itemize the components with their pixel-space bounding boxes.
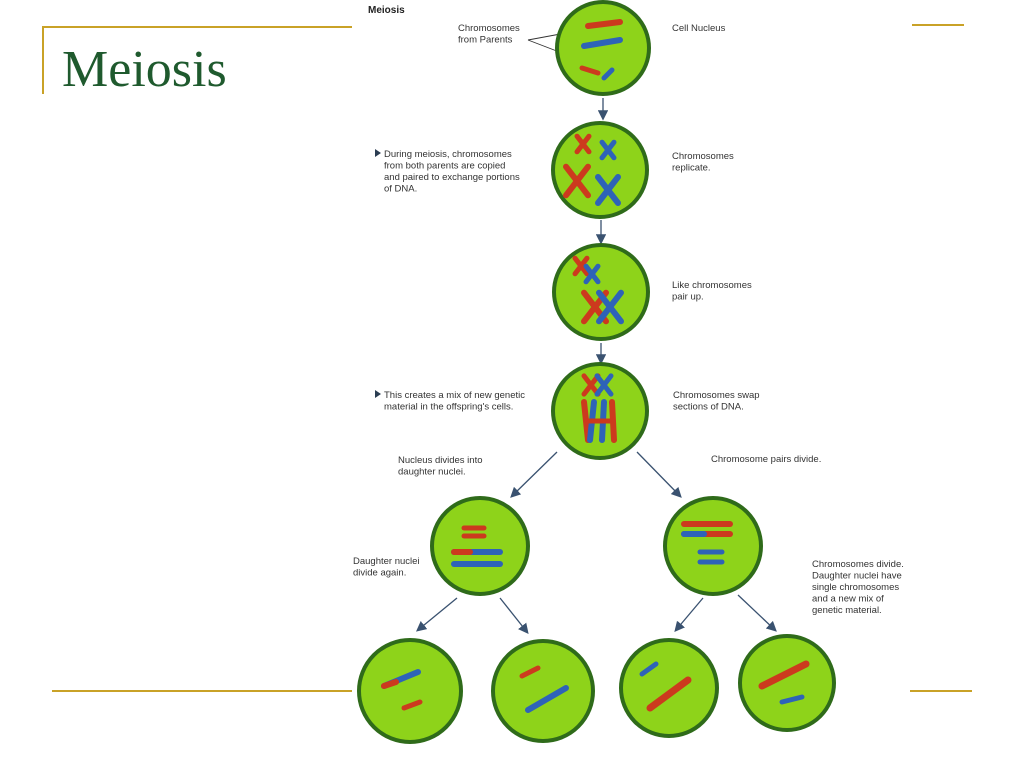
flow-arrow	[510, 451, 558, 498]
bottom-rule-left	[52, 690, 352, 692]
maternal-chromosome	[585, 19, 623, 29]
flow-arrow	[737, 594, 777, 632]
cell-gamete-2	[491, 639, 595, 743]
flow-arrow	[636, 451, 682, 498]
paternal-chromosome	[601, 67, 615, 81]
flow-arrow	[415, 597, 458, 632]
cells	[357, 0, 836, 744]
label-line: During meiosis, chromosomes	[384, 149, 512, 160]
label-line: This creates a mix of new genetic	[384, 390, 525, 401]
nucleus-shape	[430, 496, 530, 596]
label-line: from Parents	[458, 35, 513, 46]
label-line: pair up.	[672, 292, 704, 303]
cell-parent	[555, 0, 651, 96]
label-line: material in the offspring's cells.	[384, 402, 513, 413]
cell-pair-up	[552, 243, 650, 341]
slide-title: Meiosis	[62, 41, 227, 98]
top-rule-right	[912, 24, 964, 26]
cell-swap	[551, 362, 649, 460]
bullet-arrow-icon	[375, 149, 381, 157]
bottom-rule-right	[910, 690, 972, 692]
nucleus-shape	[663, 496, 763, 596]
paternal-chromosome	[599, 139, 617, 161]
maternal-chromosome	[758, 660, 810, 690]
label-line: Daughter nuclei	[353, 556, 420, 567]
paternal-chromosome	[596, 289, 624, 325]
maternal-chromosome	[646, 676, 692, 712]
flow-arrow	[499, 597, 529, 635]
maternal-chromosome	[581, 373, 601, 397]
label-line: Chromosomes	[672, 151, 734, 162]
label-line: sections of DNA.	[673, 402, 744, 413]
maternal-chromosome	[381, 679, 399, 689]
label-line: Chromosome pairs divide.	[711, 454, 821, 465]
maternal-chromosome	[563, 163, 591, 199]
cell-daughter-left	[430, 496, 530, 596]
cell-daughter-right	[663, 496, 763, 596]
paternal-chromosome	[525, 685, 569, 713]
label-line: Chromosomes	[458, 23, 520, 34]
paternal-chromosome	[639, 661, 659, 677]
paternal-chromosome	[594, 373, 614, 397]
label-line: from both parents are copied	[384, 161, 505, 172]
paternal-chromosome	[583, 263, 601, 285]
label-line: Chromosomes divide.	[812, 559, 904, 570]
label-line: of DNA.	[384, 184, 417, 195]
label-line: single chromosomes	[812, 582, 899, 593]
paternal-chromosome	[779, 694, 805, 705]
label-line: daughter nuclei.	[398, 467, 466, 478]
maternal-chromosome	[574, 133, 592, 155]
cell-gamete-3	[619, 638, 719, 738]
maternal-chromosome	[579, 65, 601, 76]
label-line: and a new mix of	[812, 594, 884, 605]
label-cell-nucleus: Cell Nucleus	[672, 23, 726, 34]
label-line: genetic material.	[812, 605, 882, 616]
nucleus-shape	[357, 638, 463, 744]
top-rule-left-vertical	[42, 26, 44, 94]
flow-arrow	[674, 597, 704, 632]
label-line: Daughter nuclei have	[812, 571, 902, 582]
top-rule-left	[42, 26, 352, 28]
label-line: replicate.	[672, 163, 711, 174]
bullet-arrow-icon	[375, 390, 381, 398]
label-line: Cell Nucleus	[672, 23, 726, 34]
nucleus-shape	[555, 0, 651, 96]
paternal-chromosome	[595, 174, 621, 206]
cell-replicate	[551, 121, 649, 219]
figure-title: Meiosis	[368, 5, 405, 16]
cell-gamete-1	[357, 638, 463, 744]
label-pairs-divide: Chromosome pairs divide.	[711, 454, 821, 465]
maternal-chromosome	[572, 255, 590, 277]
nucleus-shape	[491, 639, 595, 743]
maternal-chromosome	[519, 665, 541, 679]
label-line: Chromosomes swap	[673, 390, 760, 401]
maternal-chromosome	[401, 699, 423, 711]
flow-arrows	[415, 29, 777, 635]
nucleus-shape	[619, 638, 719, 738]
nucleus-shape	[551, 121, 649, 219]
label-line: Like chromosomes	[672, 280, 752, 291]
paternal-chromosome	[581, 37, 623, 49]
cell-gamete-4	[738, 634, 836, 732]
label-line: and paired to exchange portions	[384, 172, 520, 183]
label-line: divide again.	[353, 568, 406, 579]
label-line: Nucleus divides into	[398, 455, 483, 466]
nucleus-shape	[551, 362, 649, 460]
nucleus-shape	[738, 634, 836, 732]
